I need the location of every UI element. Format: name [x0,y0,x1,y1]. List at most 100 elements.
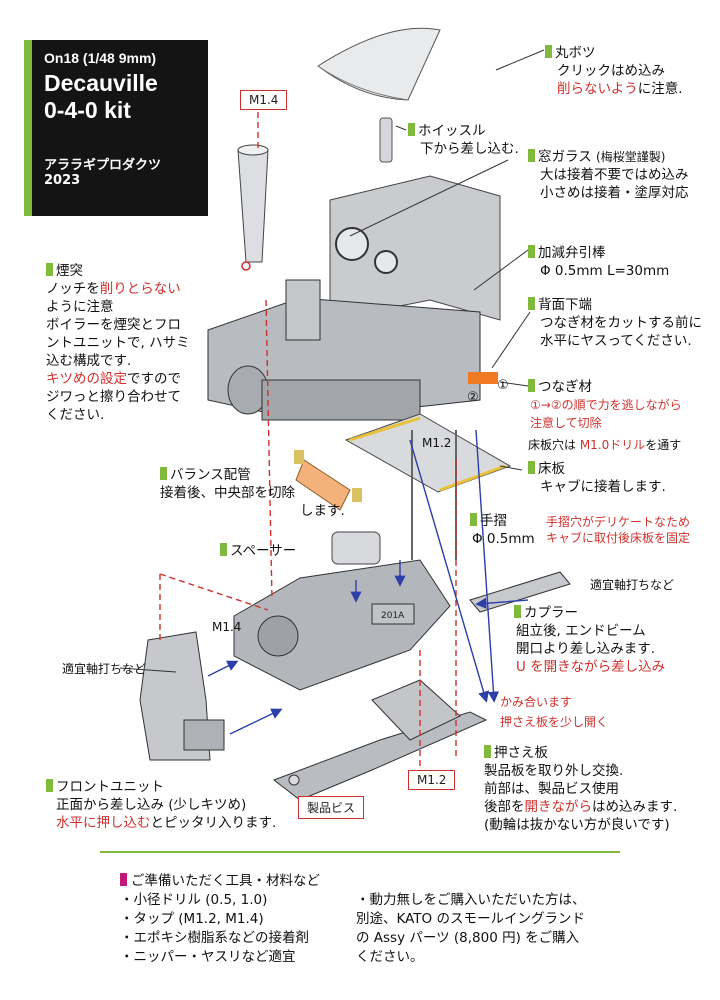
note-mesh-line1: かみ合います [500,695,573,709]
note-front-unit: フロントユニット 正面から差し込み (少しキツめ) 水平に押し込むとピッタリ入り… [46,778,276,832]
note-whistle-head: ホイッスル [408,122,519,140]
part-number: 201A [381,611,405,621]
note-roof: 丸ボツ クリックはめ込み 削らないように注意. [545,44,683,98]
note-joint-line2: 注意して切除 [530,416,602,430]
note-chimney-head: 煙突 [46,262,190,280]
note-balance-line1: 接着後、中央部を切除 [160,485,295,501]
note-handrail-line1: Φ 0.5mm [472,531,535,547]
note-chimney: 煙突 ノッチを削りとらない ように注意 ボイラーを煙突とフロ ントユニットで, … [46,262,190,424]
note-spacer-head: スペーサー [220,542,296,560]
note-balance-head: バランス配管 [160,466,345,484]
motor-note-line1: ・動力無しをご購入いただいた方は、 [356,892,586,908]
note-back-bottom: 背面下端 つなぎ材をカットする前に 水平にヤスってください. [528,296,702,350]
note-mesh: かみ合います 押さえ板を少し開く [500,692,608,732]
note-chimney-warning: 削りとらない [99,281,181,297]
note-coupler-line3: U を開きながら差し込み [516,659,666,675]
tag-m12-bottom: M1.2 [408,770,456,790]
note-balance: バランス配管 接着後、中央部を切除 します. [160,466,345,520]
floor-hole-text-end: を通す [645,438,682,452]
note-coupler-head: カプラー [514,604,665,622]
note-handrail: 手摺 Φ 0.5mm [470,512,535,548]
note-press-line2: 前部は、製品ビス使用 [484,781,619,797]
tools-item-3: ・エポキシ樹脂系などの接着剤 [120,930,309,946]
note-chimney-line4: ントユニットで, ハサミ [46,335,190,351]
note-balance-line2: します. [300,503,345,519]
note-rod-head: 加減弁引棒 [528,244,669,262]
tag-product-screw: 製品ビス [298,796,365,819]
motor-note-line3: の Assy パーツ (8,800 円) をご購入 [356,930,580,946]
note-joint-line1: ①→②の順で力を逃しながら [530,398,682,412]
year: 2023 [44,173,81,188]
model-name-line2: 0-4-0 kit [44,97,131,123]
note-roof-line2: に注意. [637,81,683,97]
scale-label: On18 (1/48 9mm) [44,50,157,66]
tag-m14-top: M1.4 [240,90,288,110]
note-whistle: ホイッスル 下から差し込む. [408,122,519,158]
note-front-head: フロントユニット [46,778,276,796]
tools-item-2: ・タップ (M1.2, M1.4) [120,911,264,927]
note-roof-warning: 削らないよう [557,81,638,97]
note-window-maker: (梅桜堂謹製) [596,150,666,164]
note-axle-right: 適宜軸打ちなど [590,578,675,592]
marker-two: ② [467,390,479,405]
model-name-line1: Decauville [44,70,158,96]
note-whistle-line1: 下から差し込む. [420,141,519,157]
note-window-line2: 小さめは接着・塗厚対応 [540,185,689,201]
marker-one: ① [497,378,509,393]
note-axle-left: 適宜軸打ちなど [62,662,147,676]
note-rod: 加減弁引棒 Φ 0.5mm L=30mm [528,244,669,280]
note-chimney-line7: ジワっと擦り合わせて [46,389,181,405]
note-press-plate: 押さえ板 製品板を取り外し交換. 前部は、製品ビス使用 後部を開きながらはめ込み… [484,744,677,834]
note-joint: つなぎ材 ①→②の順で力を逃しながら 注意して切除 [528,378,682,432]
note-floor-line1: キャブに接着します. [540,479,666,495]
note-press-opening: 開きながら [524,799,593,815]
tag-m12-floor: M1.2 [422,436,452,450]
note-window: 窓ガラス (梅桜堂謹製) 大は接着不要ではめ込み 小さめは接着・塗厚対応 [528,148,689,202]
tag-m14-mid: M1.4 [212,620,242,634]
note-front-line1: 正面から差し込み (少しキツめ) [56,797,247,813]
note-floor-head: 床板 [528,460,666,478]
tools-item-4: ・ニッパー・ヤスリなど適宜 [120,949,296,965]
note-chimney-line6: ですので [127,371,181,387]
note-floor-hole: 床板穴は M1.0ドリルを通す [528,436,681,453]
note-chimney-line5: 込む構成です. [46,353,132,369]
note-press-line4: (動輪は抜かない方が良いです) [484,817,670,833]
note-press-line3: 後部を [484,799,525,815]
note-joint-head: つなぎ材 [528,378,682,396]
note-handrail-caution: 手摺穴がデリケートなため キャブに取付後床板を固定 [546,514,690,546]
note-chimney-line3: ボイラーを煙突とフロ [46,317,181,333]
note-back-bottom-line1: つなぎ材をカットする前に [540,315,702,331]
note-window-head: 窓ガラス [528,149,592,165]
note-chimney-line1: ノッチを [46,281,100,297]
tools-item-1: ・小径ドリル (0.5, 1.0) [120,892,268,908]
tools-head: ご準備いただく工具・材料など [120,872,320,891]
tools-list: ご準備いただく工具・材料など ・小径ドリル (0.5, 1.0) ・タップ (M… [120,872,320,967]
note-front-horizontal: 水平に押し込む [56,815,151,831]
divider [100,851,620,853]
note-mesh-line2: 押さえ板を少し開く [500,715,609,729]
note-spacer: スペーサー [220,542,296,560]
note-press-line1: 製品板を取り外し交換. [484,763,624,779]
note-coupler-line2: 開口より差し込みます. [516,641,656,657]
motor-note: ・動力無しをご購入いただいた方は、 別途、KATO のスモールイングランド の … [356,891,586,967]
note-coupler: カプラー 組立後, エンドビーム 開口より差し込みます. U を開きながら差し込… [514,604,665,676]
note-chimney-line8: ください. [46,407,105,423]
note-floor: 床板 キャブに接着します. [528,460,666,496]
note-window-line1: 大は接着不要ではめ込み [540,167,689,183]
note-front-line2: とピッタリ入ります. [150,815,277,831]
title-box: On18 (1/48 9mm) Decauville 0-4-0 kit アララ… [24,40,208,216]
note-press-line3-end: はめ込みます. [592,799,678,815]
note-rod-line1: Φ 0.5mm L=30mm [540,263,670,279]
note-handrail-head: 手摺 [470,512,535,530]
handrail-caution-line2: キャブに取付後床板を固定 [546,531,691,545]
floor-hole-drill: M1.0ドリル [579,438,646,452]
note-back-bottom-head: 背面下端 [528,296,702,314]
note-press-head: 押さえ板 [484,744,677,762]
floor-hole-text: 床板穴は [528,438,580,452]
motor-note-line4: ください。 [356,949,424,965]
motor-note-line2: 別途、KATO のスモールイングランド [356,911,585,927]
note-coupler-line1: 組立後, エンドビーム [516,623,646,639]
note-chimney-tight: キツめの設定 [46,371,127,387]
note-roof-line1: クリックはめ込み [557,63,665,79]
